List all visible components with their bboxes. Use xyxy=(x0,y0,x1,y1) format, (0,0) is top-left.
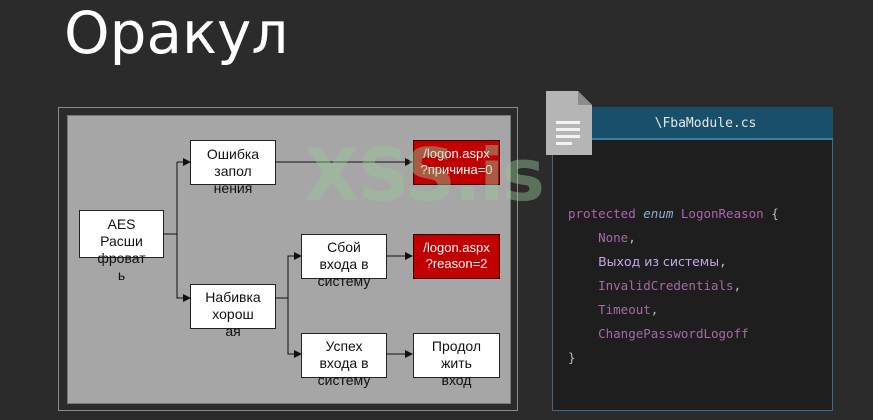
code-modifier: protected xyxy=(568,206,636,221)
code-sep: , xyxy=(733,278,742,293)
code-open-brace: { xyxy=(771,206,779,221)
code-member: Выход из системы xyxy=(598,254,720,269)
connector-aes-padding xyxy=(176,234,191,302)
code-member: InvalidCredentials xyxy=(598,278,734,293)
diagram-frame xyxy=(58,107,518,411)
code-member: Timeout xyxy=(598,302,651,317)
connector-aes-split xyxy=(163,162,178,235)
node-logon-reason-2: /logon.aspx ?reason=2 xyxy=(413,234,500,279)
slide-title: Оракул xyxy=(64,0,289,67)
code-sep: , xyxy=(719,254,727,269)
code-sep: , xyxy=(650,302,659,317)
connector-padding-split xyxy=(276,252,302,299)
node-continue-login: Продол жить вход xyxy=(413,333,500,388)
code-type-name: LogonReason xyxy=(680,206,764,221)
code-close-brace: } xyxy=(568,350,576,365)
code-tab-title: \FbaModule.cs xyxy=(654,116,757,131)
node-padding-ok: Набивка хорош ая xyxy=(190,284,276,339)
connector-padding-success xyxy=(287,298,302,358)
code-line-decl: protected enum LogonReason { xyxy=(568,206,779,221)
node-login-success: Успех входа в систему xyxy=(301,333,387,388)
code-member: ChangePasswordLogoff xyxy=(598,326,749,341)
node-aes-decrypt: AES Расши фроват ь xyxy=(79,210,164,283)
code-sep: , xyxy=(628,230,636,245)
node-login-fail: Сбой входа в систему xyxy=(301,234,387,289)
node-fill-error: Ошибка запол нения xyxy=(190,140,276,196)
node-logon-reason-0: /logon.aspx ?причина=0 xyxy=(413,140,500,185)
code-tab[interactable]: \FbaModule.cs xyxy=(552,107,833,140)
code-member: None xyxy=(598,230,629,245)
code-block: protected enum LogonReason { None, Выход… xyxy=(568,202,779,370)
document-icon xyxy=(546,91,592,155)
code-keyword: enum xyxy=(643,206,674,221)
